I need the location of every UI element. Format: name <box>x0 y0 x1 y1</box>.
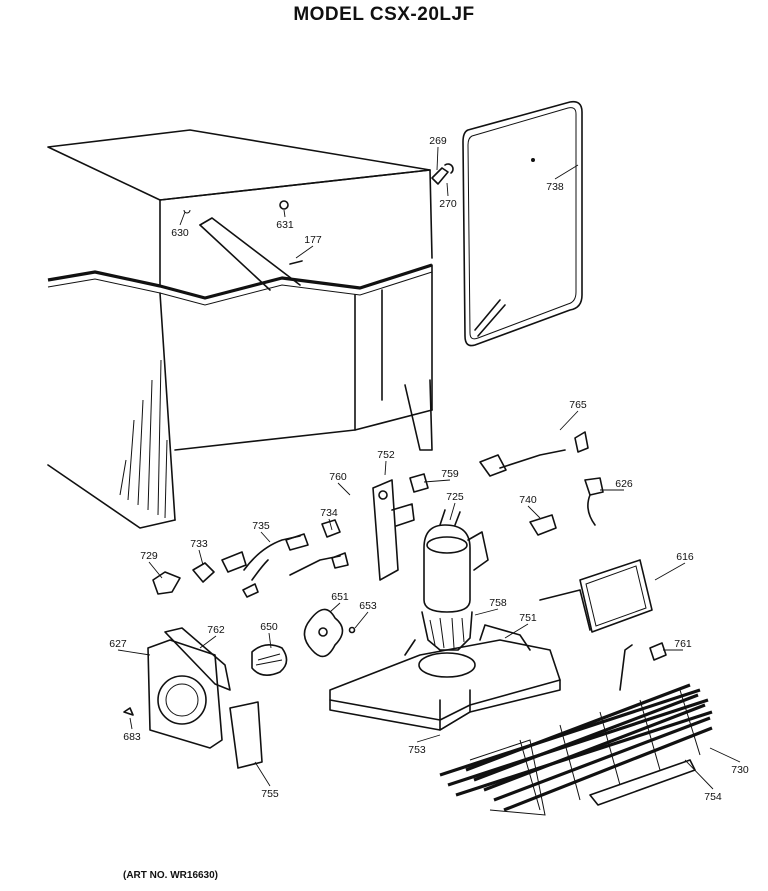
leader-line-752 <box>384 460 387 476</box>
part-labels: 269 270 738 630 631 177 765 752 759 760 626 725 740 7… <box>109 135 749 803</box>
leader-line-765 <box>559 410 579 431</box>
leader-line-733 <box>198 549 204 566</box>
door-gasket <box>431 100 583 347</box>
part-number-label-627: 627 <box>109 638 127 650</box>
leader-line-740 <box>527 505 541 519</box>
part-number-label-751: 751 <box>519 612 537 624</box>
part-number-label-725: 725 <box>446 491 464 503</box>
leader-line-758 <box>474 608 499 616</box>
leader-line-653 <box>354 611 369 629</box>
part-number-label-738: 738 <box>546 181 564 193</box>
part-number-label-269: 269 <box>429 135 447 147</box>
leader-line-683 <box>129 717 133 730</box>
part-number-label-754: 754 <box>704 791 722 803</box>
leader-line-730 <box>709 747 741 763</box>
part-number-label-761: 761 <box>674 638 692 650</box>
leader-line-754 <box>684 759 714 790</box>
part-number-label-626: 626 <box>615 478 633 490</box>
part-number-label-755: 755 <box>261 788 279 800</box>
part-number-label-730: 730 <box>731 764 749 776</box>
art-number: (ART NO. WR16630) <box>123 870 219 881</box>
part-number-label-653: 653 <box>359 600 377 612</box>
leader-line-734 <box>328 518 333 531</box>
leader-line-753 <box>416 734 441 743</box>
leader-line-735 <box>260 531 271 543</box>
part-number-label-683: 683 <box>123 731 141 743</box>
part-number-label-753: 753 <box>408 744 426 756</box>
leader-line-651 <box>329 602 341 613</box>
part-number-label-630: 630 <box>171 227 189 239</box>
machine-compartment-base <box>329 624 561 731</box>
part-number-label-729: 729 <box>140 550 158 562</box>
part-number-label-177: 177 <box>304 234 322 246</box>
electrical-components <box>152 431 667 661</box>
leader-line-630 <box>179 211 186 226</box>
part-number-label-752: 752 <box>377 449 395 461</box>
leader-line-738 <box>554 164 579 180</box>
leader-line-759 <box>423 479 451 483</box>
leader-line-269 <box>436 146 439 171</box>
part-number-label-759: 759 <box>441 468 459 480</box>
part-number-label-765: 765 <box>569 399 587 411</box>
part-number-label-740: 740 <box>519 494 537 506</box>
leader-line-270 <box>446 182 449 197</box>
control-board <box>539 559 653 633</box>
part-number-label-631: 631 <box>276 219 294 231</box>
part-number-label-651: 651 <box>331 591 349 603</box>
leader-line-725 <box>449 502 456 521</box>
refrigerator-cabinet <box>47 129 433 529</box>
fan-shroud <box>123 627 263 769</box>
part-number-label-760: 760 <box>329 471 347 483</box>
leader-line-762 <box>199 635 217 649</box>
leader-line-616 <box>654 562 686 581</box>
part-number-label-616: 616 <box>676 551 694 563</box>
part-number-label-650: 650 <box>260 621 278 633</box>
leader-line-729 <box>148 561 163 579</box>
condenser-coil <box>439 644 713 816</box>
part-number-label-270: 270 <box>439 198 457 210</box>
leader-lines <box>117 146 741 790</box>
compressor-bracket <box>372 479 415 581</box>
part-number-label-758: 758 <box>489 597 507 609</box>
part-number-label-733: 733 <box>190 538 208 550</box>
leader-line-177 <box>295 245 314 259</box>
leader-line-650 <box>268 632 272 649</box>
leader-line-755 <box>254 761 271 787</box>
leader-line-760 <box>337 482 351 496</box>
compressor <box>421 509 489 651</box>
part-number-label-762: 762 <box>207 624 225 636</box>
part-number-label-734: 734 <box>320 507 338 519</box>
leader-line-751 <box>504 623 529 639</box>
page-title: MODEL CSX-20LJF <box>293 4 475 25</box>
leader-line-627 <box>117 649 151 656</box>
condenser-fan <box>251 608 344 676</box>
leader-line-631 <box>283 209 286 218</box>
part-number-label-735: 735 <box>252 520 270 532</box>
